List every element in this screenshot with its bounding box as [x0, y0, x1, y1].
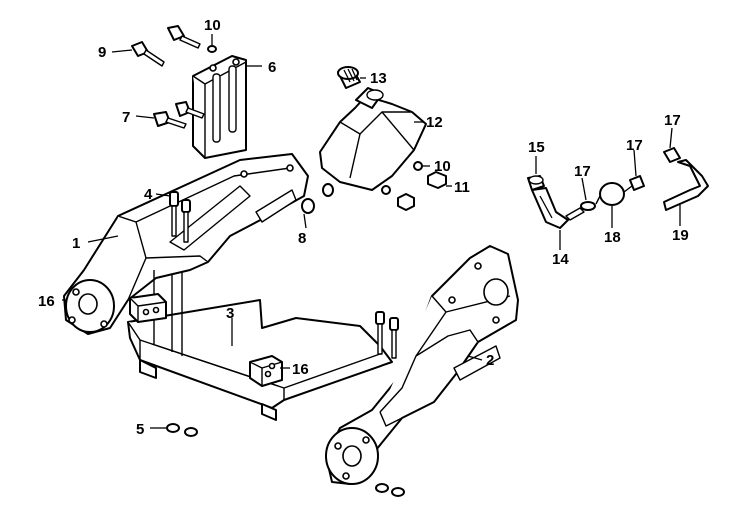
callout-16-right: 16	[292, 361, 309, 378]
frame-bolts-right	[375, 311, 399, 359]
part-17-clamp-left	[565, 201, 596, 221]
callout-6: 6	[268, 59, 276, 76]
part-13-tank-cap	[337, 66, 361, 89]
part-2-right-side-frame	[325, 245, 519, 485]
callout-11: 11	[454, 179, 470, 196]
callout-16-left: 16	[38, 293, 55, 310]
leader-lines	[62, 34, 681, 429]
callout-10-right: 10	[434, 158, 451, 175]
callout-18: 18	[604, 229, 621, 246]
part-18-fuel-filter	[595, 182, 633, 206]
callout-7: 7	[122, 109, 130, 126]
part-12-fuel-tank	[319, 87, 427, 191]
callout-17-mid: 17	[626, 137, 643, 154]
part-15-clip	[527, 175, 545, 191]
callout-19: 19	[672, 227, 689, 244]
part-4-bolts	[169, 191, 191, 243]
part-7-bolt	[153, 101, 205, 129]
callout-17-top: 17	[664, 112, 681, 129]
callout-labels: 10 9 6 13 7 12 10 11 4 1 8 16 3 16 2 5 1…	[38, 17, 689, 438]
callout-15: 15	[528, 139, 545, 156]
callout-5: 5	[136, 421, 144, 438]
part-6-mounting-bracket	[192, 55, 247, 159]
callout-10-top: 10	[204, 17, 221, 34]
part-3-base-frame	[127, 270, 393, 421]
callout-1: 1	[72, 235, 80, 252]
callout-3: 3	[226, 305, 234, 322]
part-17-clamp-right	[663, 147, 681, 163]
part-8-grommet	[301, 183, 334, 214]
part-5-nuts	[166, 423, 405, 497]
callout-12: 12	[426, 114, 443, 131]
top-bolt	[167, 25, 201, 49]
callout-2: 2	[486, 352, 494, 369]
part-17-clamp-mid	[629, 175, 645, 191]
part-16-bracket-left	[129, 293, 167, 323]
callout-8: 8	[298, 230, 306, 247]
part-16-bracket-right	[249, 355, 283, 387]
part-10-washer-top	[207, 45, 217, 53]
part-14-fuel-line-left	[531, 187, 569, 229]
callout-9: 9	[98, 44, 106, 61]
part-11-nut	[397, 171, 447, 211]
part-1-left-side-frame	[63, 153, 309, 335]
part-9-bolt	[131, 41, 165, 67]
callout-14: 14	[552, 251, 569, 268]
callout-17-left: 17	[574, 163, 591, 180]
callout-4: 4	[144, 186, 153, 203]
callout-13: 13	[370, 70, 387, 87]
part-19-fuel-line-right	[663, 159, 709, 211]
